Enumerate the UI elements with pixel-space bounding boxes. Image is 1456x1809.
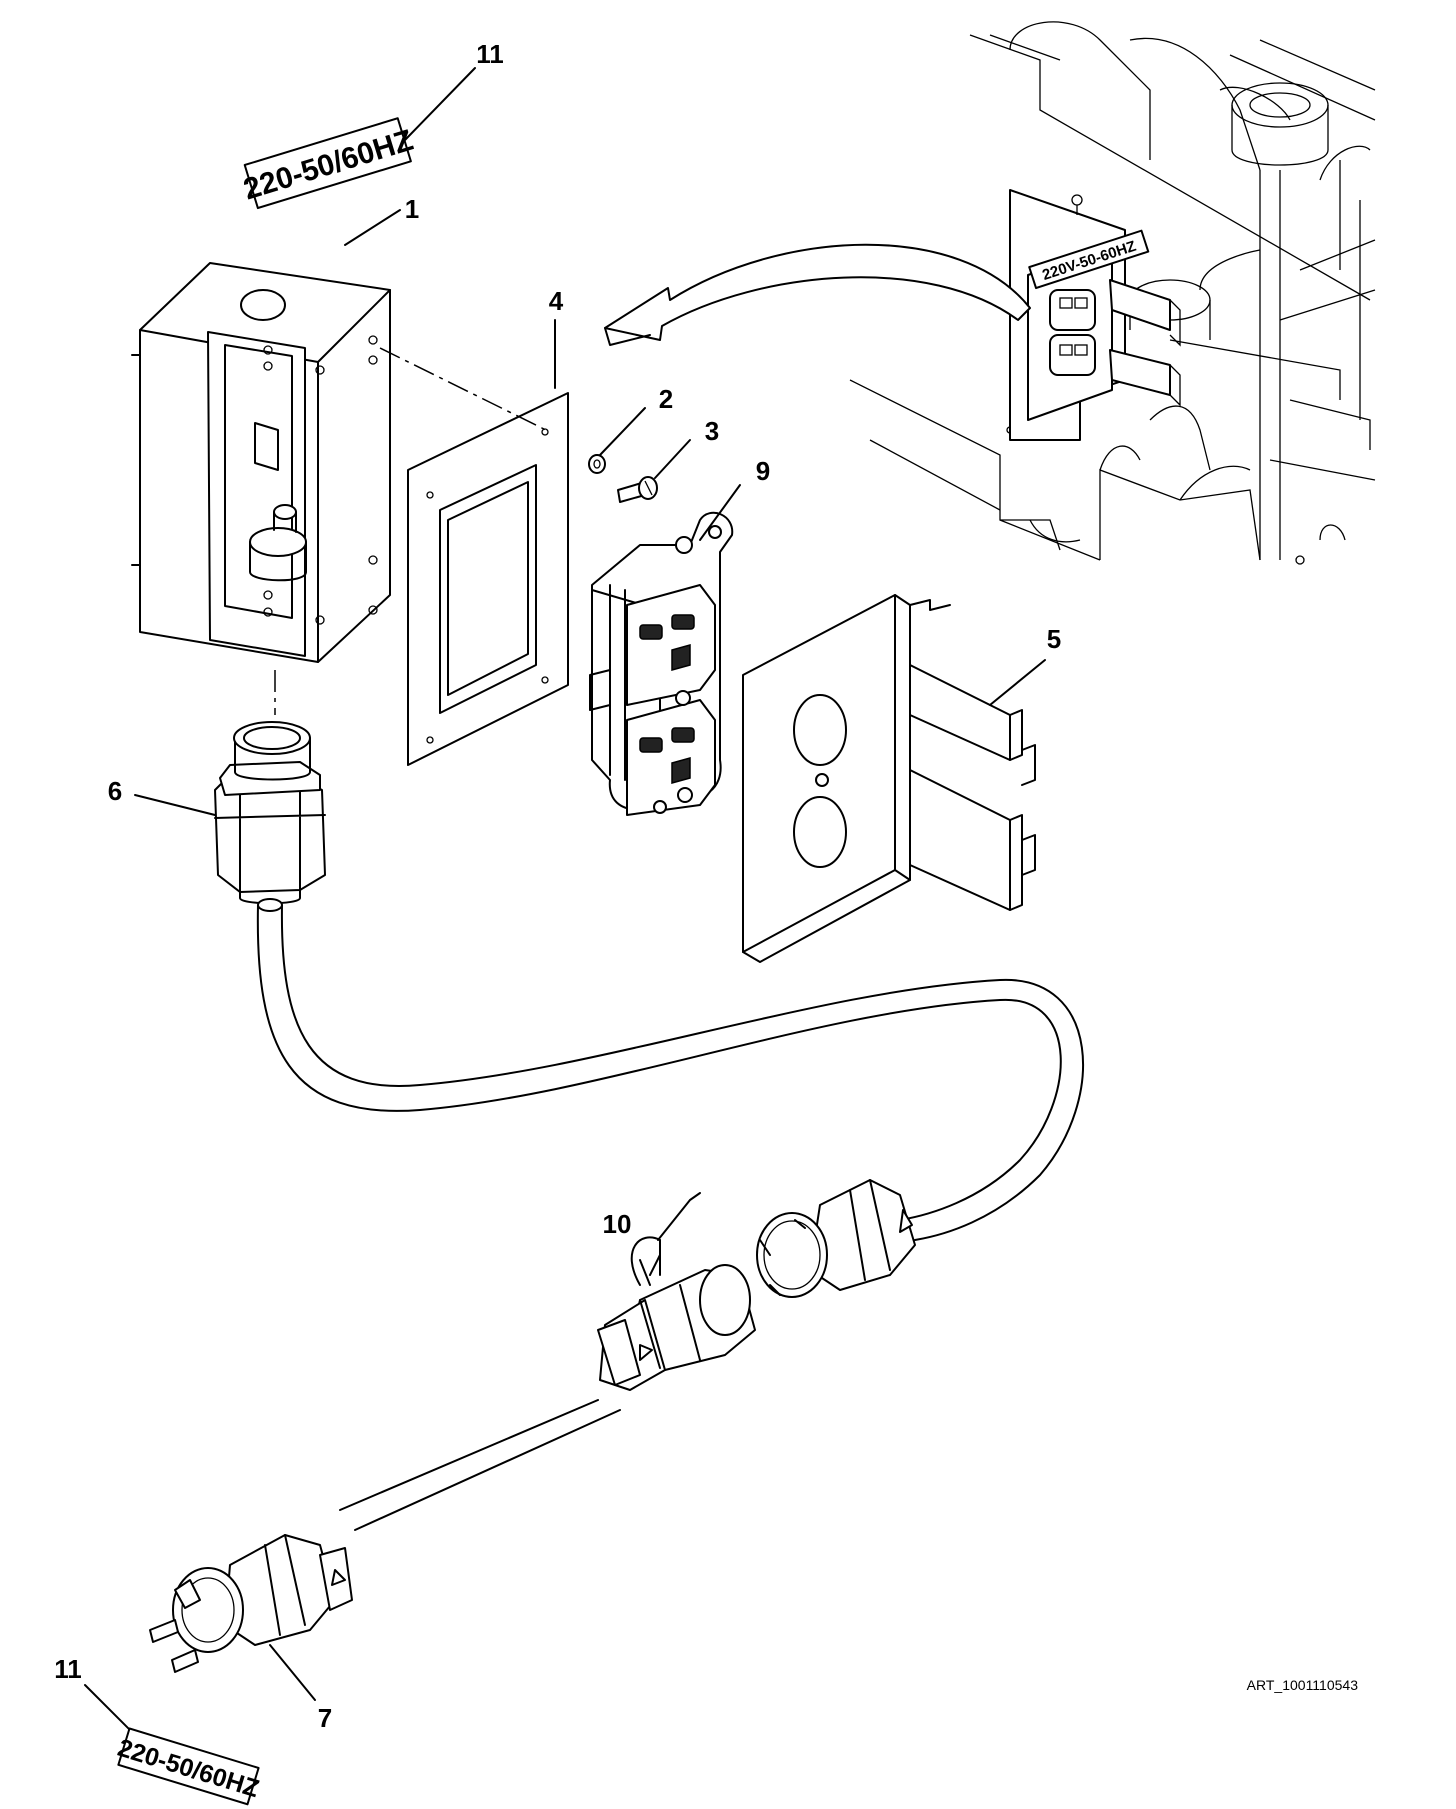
washer [588, 407, 646, 474]
callout-9: 9 [756, 456, 770, 486]
voltage-tag-top: 220-50/60HZ [240, 67, 476, 210]
electrical-box [131, 209, 401, 663]
cable-connector-pair [339, 1179, 916, 1531]
callout-4: 4 [549, 286, 564, 316]
machine-inset: 220V-50-60HZ [849, 21, 1376, 565]
callout-10: 10 [603, 1209, 632, 1239]
screw [617, 439, 691, 503]
plug-end [149, 1534, 353, 1701]
art-id: ART_1001110543 [1247, 1677, 1359, 1693]
conduit-fitting [134, 721, 326, 905]
callout-6: 6 [108, 776, 122, 806]
callout-11-top: 11 [476, 39, 504, 69]
callout-11-bottom: 11 [54, 1654, 82, 1684]
callout-3: 3 [705, 416, 719, 446]
callout-2: 2 [659, 384, 673, 414]
callout-1: 1 [405, 194, 419, 224]
voltage-tag-bottom: 220-50/60HZ [84, 1684, 262, 1806]
power-cable [256, 898, 1085, 1241]
callout-5: 5 [1047, 624, 1061, 654]
callout-7: 7 [318, 1703, 332, 1733]
cover-plate [742, 594, 1046, 963]
gasket [407, 319, 569, 766]
duplex-receptacle [589, 484, 741, 816]
detail-arrow [604, 243, 1031, 346]
alignment-line-box-to-screw [379, 347, 551, 433]
